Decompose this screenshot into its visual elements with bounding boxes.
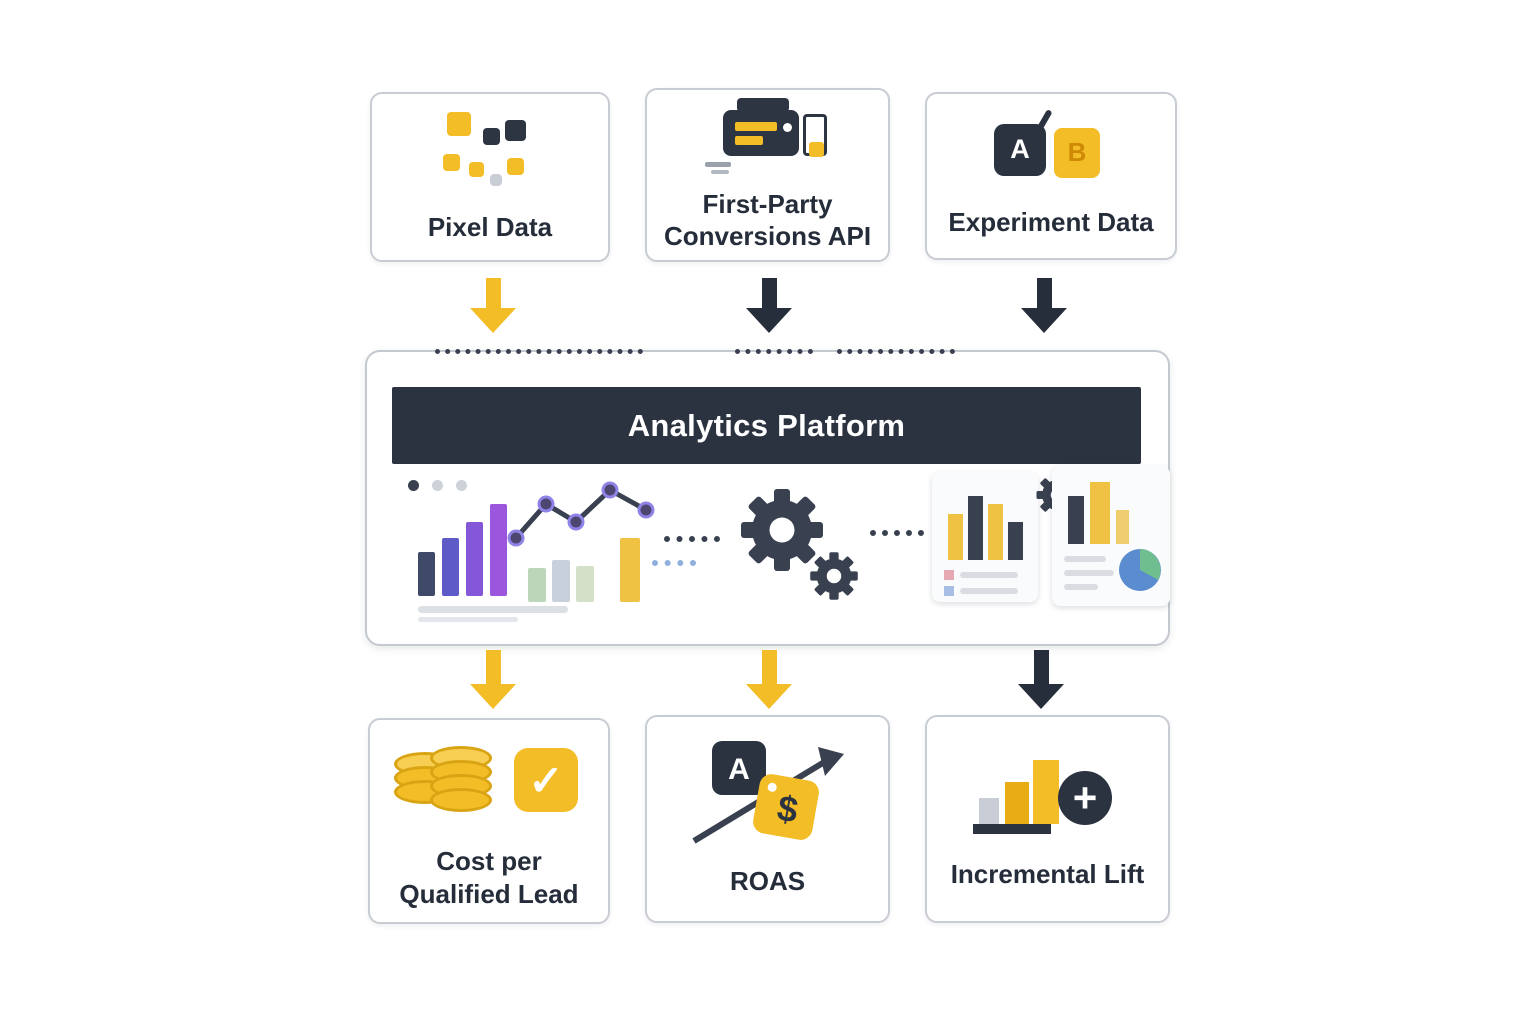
arrow-down-platform-to-lift [1018,650,1064,709]
server-api-icon [703,97,833,180]
pixel-square [506,158,524,176]
input-label-conversions-api: First-Party Conversions API [663,188,872,252]
mini-report-chart [944,496,1023,596]
variant-b-letter: B [1067,137,1087,168]
tick-marks [435,349,643,354]
arrow-down-pixel-to-platform [470,278,516,333]
bar-line-chart-illustration [418,481,655,622]
output-label-cost-per-qualified-lead: Cost per Qualified Lead [399,846,579,909]
arrow-down-api-to-platform [746,278,792,333]
output-label-roas: ROAS [729,865,806,896]
check-icon: ✓ [528,756,564,804]
dotted-connector [664,536,720,542]
variant-a-badge: A [994,123,1046,176]
platform-illustrations [392,464,1170,636]
coins-check-icon: ✓ [394,732,584,827]
pixel-square [446,112,471,137]
analytics-platform-box: Analytics Platform [365,349,1170,646]
pixel-square [489,174,502,187]
dotted-connector [870,530,924,536]
input-card-experiment-data: A B Experiment Data [925,92,1177,260]
output-card-cost-per-qualified-lead: ✓ Cost per Qualified Lead [368,718,610,924]
variant-a-letter: A [1010,134,1030,165]
ab-test-icon: A B [988,108,1114,190]
pixel-square [468,162,484,178]
roas-growth-icon: A $ [691,740,844,844]
arrow-down-platform-to-cpl [470,650,516,709]
dot-icon [432,480,443,491]
plus-icon: + [1072,774,1097,821]
report-card-illustration [932,472,1038,602]
arrow-down-platform-to-roas [746,650,792,709]
checkmark-badge: ✓ [514,748,578,812]
dot-icon [408,480,419,491]
pixel-square [442,154,460,172]
insights-card-illustration [1052,466,1170,606]
gears-icon [741,489,858,600]
mini-insights-chart [1064,482,1161,591]
input-card-pixel-data: Pixel Data [370,92,610,262]
dot-icon [456,480,467,491]
pixel-square [482,128,500,146]
pixel-square [504,120,526,142]
pixel-grid-icon [442,110,538,195]
tick-marks [735,349,813,354]
growth-plus-icon: + [972,759,1112,834]
variant-a-letter: A [728,753,750,786]
input-label-experiment-data: Experiment Data [948,206,1154,237]
dotted-connector [652,560,696,566]
arrow-down-experiment-to-platform [1021,278,1067,333]
output-card-roas: A $ ROAS [645,715,890,923]
output-label-incremental-lift: Incremental Lift [950,858,1145,889]
variant-b-badge: B [1054,127,1100,178]
platform-title-bar: Analytics Platform [392,387,1141,464]
output-card-incremental-lift: + Incremental Lift [925,715,1170,923]
input-label-pixel-data: Pixel Data [427,212,553,243]
tick-marks [837,349,955,354]
input-card-conversions-api: First-Party Conversions API [645,88,890,262]
platform-title: Analytics Platform [627,407,906,443]
